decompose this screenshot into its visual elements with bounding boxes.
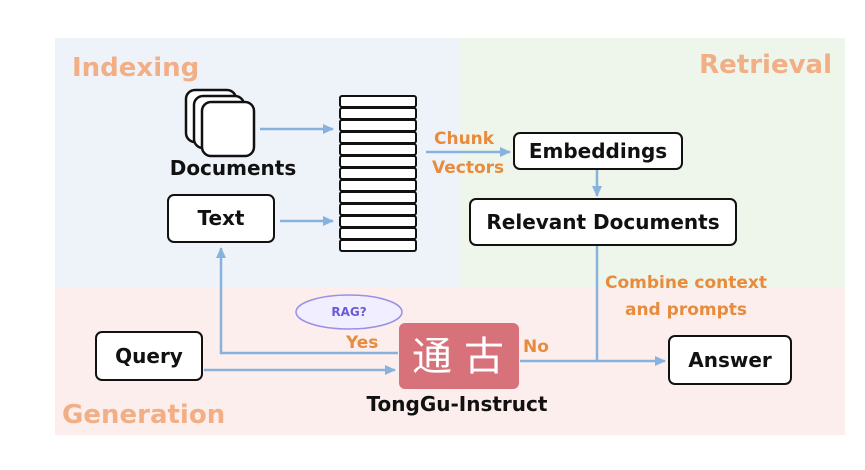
chunk-label: Chunk bbox=[434, 129, 495, 149]
answer-box bbox=[668, 335, 792, 385]
query-box bbox=[95, 331, 203, 381]
and-prompts-label: and prompts bbox=[625, 300, 747, 320]
seal-glyph-left: 通 bbox=[412, 334, 452, 380]
vector-slab bbox=[339, 167, 417, 180]
vector-slab bbox=[339, 191, 417, 204]
vector-slab bbox=[339, 143, 417, 156]
vectors-label: Vectors bbox=[432, 158, 504, 178]
vector-slab bbox=[339, 155, 417, 168]
query-label: Query bbox=[115, 344, 183, 368]
tonggu-seal-icon: 通 古 bbox=[399, 323, 519, 389]
model-label: TongGu-Instruct bbox=[367, 392, 548, 416]
yes-label: Yes bbox=[345, 333, 378, 353]
embeddings-box bbox=[513, 132, 683, 170]
text-box bbox=[167, 194, 275, 243]
seal-glyph-right: 古 bbox=[464, 334, 504, 380]
documents-label: Documents bbox=[170, 156, 297, 180]
rag-question-bubble: RAG? bbox=[295, 294, 403, 330]
vector-slab bbox=[339, 203, 417, 216]
text-label: Text bbox=[197, 206, 244, 230]
vector-stack-icon bbox=[339, 95, 417, 252]
answer-label: Answer bbox=[688, 348, 772, 372]
retrieval-label: Retrieval bbox=[699, 50, 832, 80]
yes-to-text-arrow bbox=[216, 247, 398, 355]
no-label: No bbox=[523, 337, 549, 357]
combine-context-label: Combine context bbox=[605, 273, 767, 293]
vector-slab bbox=[339, 131, 417, 144]
vector-slab bbox=[339, 107, 417, 120]
vector-slab bbox=[339, 95, 417, 108]
relevant-documents-label: Relevant Documents bbox=[486, 210, 719, 234]
vector-slab bbox=[339, 179, 417, 192]
indexing-label: Indexing bbox=[72, 53, 199, 83]
vector-slab bbox=[339, 119, 417, 132]
vector-slab bbox=[339, 239, 417, 252]
embeddings-label: Embeddings bbox=[529, 139, 667, 163]
rag-bubble-label: RAG? bbox=[331, 305, 366, 319]
vector-slab bbox=[339, 215, 417, 228]
document-stack-icon bbox=[184, 88, 256, 158]
generation-label: Generation bbox=[62, 400, 225, 430]
relevant-documents-box bbox=[469, 198, 737, 246]
vector-slab bbox=[339, 227, 417, 240]
